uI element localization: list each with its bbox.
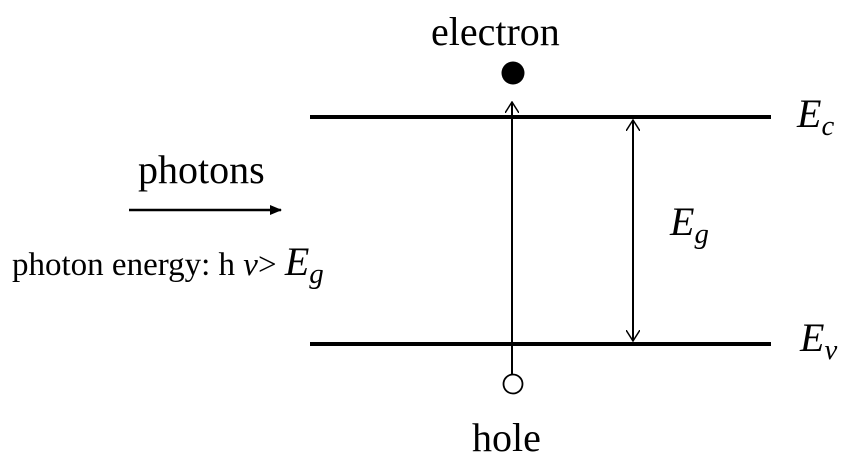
photon-energy-prefix: photon energy: h: [12, 247, 236, 283]
ev-subscript: v: [824, 334, 838, 367]
photon-energy-label: photon energy: h v> Eg: [12, 239, 324, 289]
eg-subscript: g: [694, 218, 709, 251]
conduction-band-label: Ec: [797, 91, 834, 141]
photon-eg-subscript: g: [309, 258, 324, 291]
electron-label: electron: [431, 12, 560, 52]
electron-dot: [501, 61, 525, 85]
nu-symbol: v: [243, 247, 258, 283]
hole-text: hole: [472, 415, 541, 460]
electron-text: electron: [431, 9, 560, 54]
ec-symbol: E: [797, 91, 822, 136]
eg-symbol: E: [670, 199, 695, 244]
photon-eg-symbol: E: [284, 239, 310, 284]
photons-label: photons: [138, 150, 265, 190]
photons-text: photons: [138, 147, 265, 192]
ev-symbol: E: [800, 315, 825, 360]
greater-than-sign: >: [257, 247, 277, 283]
hole-label: hole: [472, 418, 541, 458]
bandgap-label: Eg: [670, 199, 709, 249]
valence-band-label: Ev: [800, 315, 837, 365]
ec-subscript: c: [821, 110, 835, 143]
hole-circle: [502, 373, 524, 395]
